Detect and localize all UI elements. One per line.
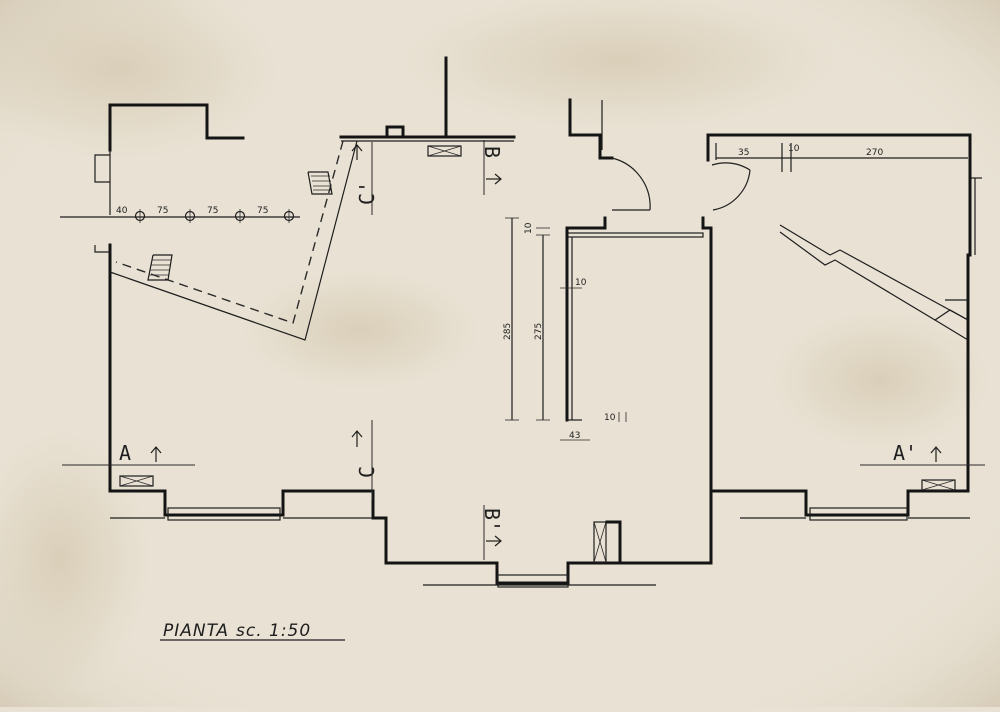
dimension-left-3: 75 xyxy=(207,206,218,216)
window-cross-icon xyxy=(593,521,607,563)
dimension-wall-top: 10 xyxy=(524,222,534,234)
arrow-right-icon xyxy=(486,535,502,547)
section-c-mark: C xyxy=(351,420,379,500)
dimension-right-2: 10 xyxy=(788,144,800,154)
column-circle-icon xyxy=(134,209,146,223)
vertical-dimensions: 285 275 10 10 10 43 xyxy=(503,217,627,441)
right-room-walls: 35 10 270 xyxy=(706,133,982,521)
arrow-up-icon xyxy=(930,446,942,462)
door-swing-icon xyxy=(711,162,751,211)
arrow-up-icon xyxy=(351,144,363,160)
arrow-up-icon xyxy=(150,446,162,462)
arrow-right-icon xyxy=(486,173,502,185)
top-wall xyxy=(339,56,516,157)
title-scale: sc. 1:50 xyxy=(236,621,311,641)
section-a-mark: A xyxy=(62,441,195,487)
window-cross-icon xyxy=(921,479,956,491)
section-a-prime-label: A' xyxy=(893,441,917,465)
dimension-wall-mid: 10 xyxy=(575,278,587,288)
central-walls xyxy=(565,98,713,565)
title-text: PIANTA xyxy=(163,621,229,641)
dimension-wall-bottom: 10 xyxy=(604,413,616,423)
section-c-label: C xyxy=(355,466,379,478)
section-b-label: B xyxy=(480,146,504,158)
section-b-mark: B xyxy=(480,140,504,195)
section-b-prime-label: B' xyxy=(480,508,504,532)
dimension-right-1: 35 xyxy=(738,148,749,158)
dimension-left-1: 40 xyxy=(116,206,128,216)
arrow-up-icon xyxy=(351,430,363,447)
dimension-width: 43 xyxy=(569,431,580,441)
dimension-left-2: 75 xyxy=(157,206,168,216)
section-a-label: A xyxy=(119,441,131,465)
column-circle-icon xyxy=(283,209,295,223)
dimension-left-4: 75 xyxy=(257,206,268,216)
left-room-walls xyxy=(94,103,713,588)
dimension-right-3: 270 xyxy=(866,148,883,158)
column-circle-icon xyxy=(234,209,246,223)
window-cross-icon xyxy=(119,475,154,487)
sloped-structure xyxy=(60,140,358,341)
section-c-prime-label: C' xyxy=(355,181,379,205)
drawing-title: PIANTA sc. 1:50 xyxy=(160,621,345,641)
door-swing-icon xyxy=(611,157,651,211)
section-a-prime-mark: A' xyxy=(860,441,985,491)
section-c-prime-mark: C' xyxy=(351,142,379,215)
column-row: 40 75 75 75 xyxy=(116,206,295,223)
window-cross-icon xyxy=(427,145,462,157)
column-circle-icon xyxy=(184,209,196,223)
dimension-corridor-inner: 275 xyxy=(534,323,544,340)
stair-icon xyxy=(307,171,333,195)
stair-icon xyxy=(147,254,173,281)
dimension-corridor-total: 285 xyxy=(503,323,513,340)
section-b-prime-mark: B' xyxy=(480,505,504,560)
